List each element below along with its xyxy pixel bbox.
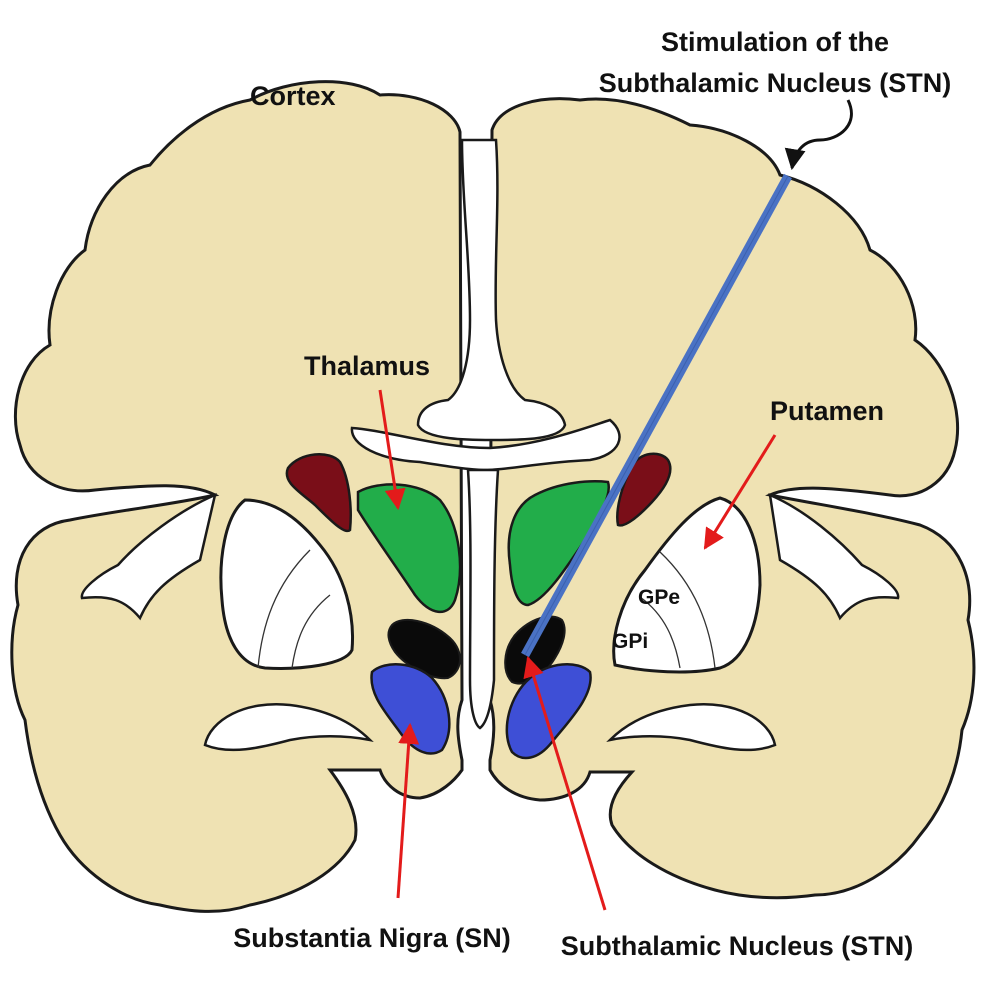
lateral-ventricles bbox=[350, 418, 621, 472]
gpe-label: GPe bbox=[638, 586, 680, 609]
putamen-label: Putamen bbox=[770, 396, 884, 426]
left-inferior-horn bbox=[203, 702, 374, 752]
left-hemisphere bbox=[10, 80, 464, 913]
left-caudate-nucleus bbox=[285, 453, 352, 533]
left-subthalamic-nucleus bbox=[387, 618, 461, 680]
right-subthalamic-nucleus bbox=[504, 615, 566, 685]
stimulation-label-line1: Stimulation of the bbox=[661, 27, 889, 57]
thalamus-label: Thalamus bbox=[304, 351, 430, 381]
cortex-label: Cortex bbox=[250, 81, 336, 111]
stimulation-label-line2: Subthalamic Nucleus (STN) bbox=[599, 68, 952, 98]
thalamus-pointer-arrow bbox=[378, 389, 406, 511]
left-substantia-nigra bbox=[370, 663, 451, 755]
left-sylvian-fissure bbox=[80, 492, 217, 621]
stimulation-pointer-arrow bbox=[784, 99, 853, 171]
substantia-nigra-pointer-arrow bbox=[396, 722, 420, 899]
stn-pointer-arrow bbox=[523, 655, 607, 911]
third-ventricle bbox=[466, 468, 500, 730]
dbs-electrode-edge bbox=[524, 175, 789, 656]
gpi-label: GPi bbox=[612, 630, 648, 653]
right-sylvian-fissure bbox=[768, 492, 900, 621]
right-lamina-inner bbox=[639, 596, 681, 669]
putamen-pointer-arrow bbox=[703, 434, 777, 550]
substantia-nigra-label: Substantia Nigra (SN) bbox=[233, 923, 511, 953]
left-lamina-outer bbox=[257, 549, 311, 669]
right-lamina-outer bbox=[659, 551, 716, 669]
right-substantia-nigra bbox=[505, 663, 592, 760]
left-thalamus bbox=[356, 483, 462, 613]
left-lamina-inner bbox=[291, 594, 331, 669]
longitudinal-fissure bbox=[416, 138, 567, 442]
right-inferior-horn bbox=[606, 702, 777, 752]
stn-label: Subthalamic Nucleus (STN) bbox=[561, 931, 914, 961]
left-lentiform-nucleus bbox=[219, 498, 354, 670]
